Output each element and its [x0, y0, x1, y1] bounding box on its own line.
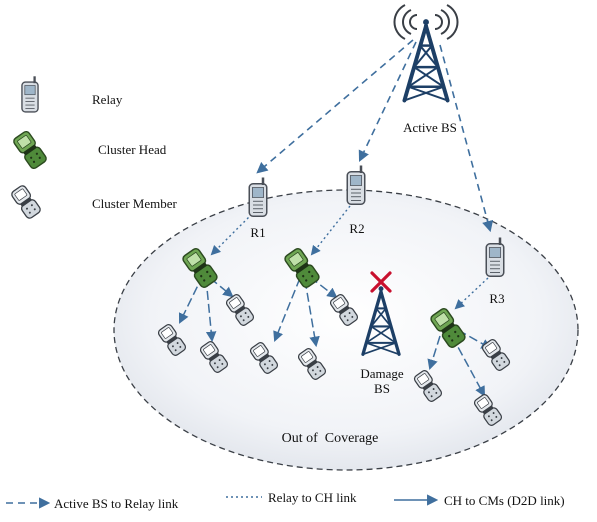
damage-bs-label-line2: BS	[374, 381, 390, 396]
relay-phone-icon	[485, 236, 505, 277]
active-bs: Active BS	[393, 4, 459, 135]
legend-relay-label: Relay	[92, 92, 123, 107]
coverage-label: Out of Coverage	[282, 431, 379, 446]
signal-waves-icon	[393, 4, 459, 40]
node-legend: Relay Cluster Head Cluster Member	[9, 75, 178, 221]
damage-x-icon	[370, 271, 392, 293]
link-ch3-cm	[451, 335, 486, 397]
legend-ch-cm-label: CH to CMs (D2D link)	[444, 493, 565, 508]
relay-to-ch-links	[210, 205, 489, 310]
link-bs-r2	[358, 41, 417, 163]
bs-to-relay-links	[256, 39, 494, 233]
legend-bs-relay-label: Active BS to Relay link	[54, 496, 179, 511]
link-r3-ch3	[454, 277, 489, 310]
legend-cluster-member-label: Cluster Member	[92, 196, 178, 211]
legend-relay-ch-label: Relay to CH link	[268, 490, 357, 505]
active-bs-label: Active BS	[403, 120, 457, 135]
link-ch2-cm	[273, 277, 301, 342]
legend-cluster-head-label: Cluster Head	[98, 142, 167, 157]
relay-r3-label: R3	[489, 291, 504, 306]
relay-r2-label: R2	[349, 221, 364, 236]
damage-bs: Damage BS	[360, 271, 404, 396]
relay-phone-icon	[21, 75, 39, 113]
cluster-head-phone-icon	[11, 129, 49, 171]
coverage-area-ellipse	[113, 189, 579, 471]
damage-bs-label-line1: Damage	[360, 366, 404, 381]
cluster-member-phone-icon	[9, 183, 43, 221]
link-r2-ch2	[310, 205, 351, 256]
link-ch2-cm	[304, 279, 320, 348]
tower-icon	[402, 17, 450, 103]
link-bs-r1	[256, 39, 414, 174]
relay-r1-label: R1	[250, 225, 265, 240]
link-ch1-cm	[205, 277, 217, 343]
relay-phone-icon	[346, 164, 366, 205]
relay-r1: R1	[248, 176, 268, 240]
relay-r2: R2	[346, 164, 366, 236]
relay-phone-icon	[248, 176, 268, 217]
relay-r3: R3	[485, 236, 505, 306]
link-ch3-cm	[427, 335, 441, 371]
link-bs-r3	[439, 44, 494, 233]
link-legend: Active BS to Relay link Relay to CH link…	[6, 490, 565, 511]
